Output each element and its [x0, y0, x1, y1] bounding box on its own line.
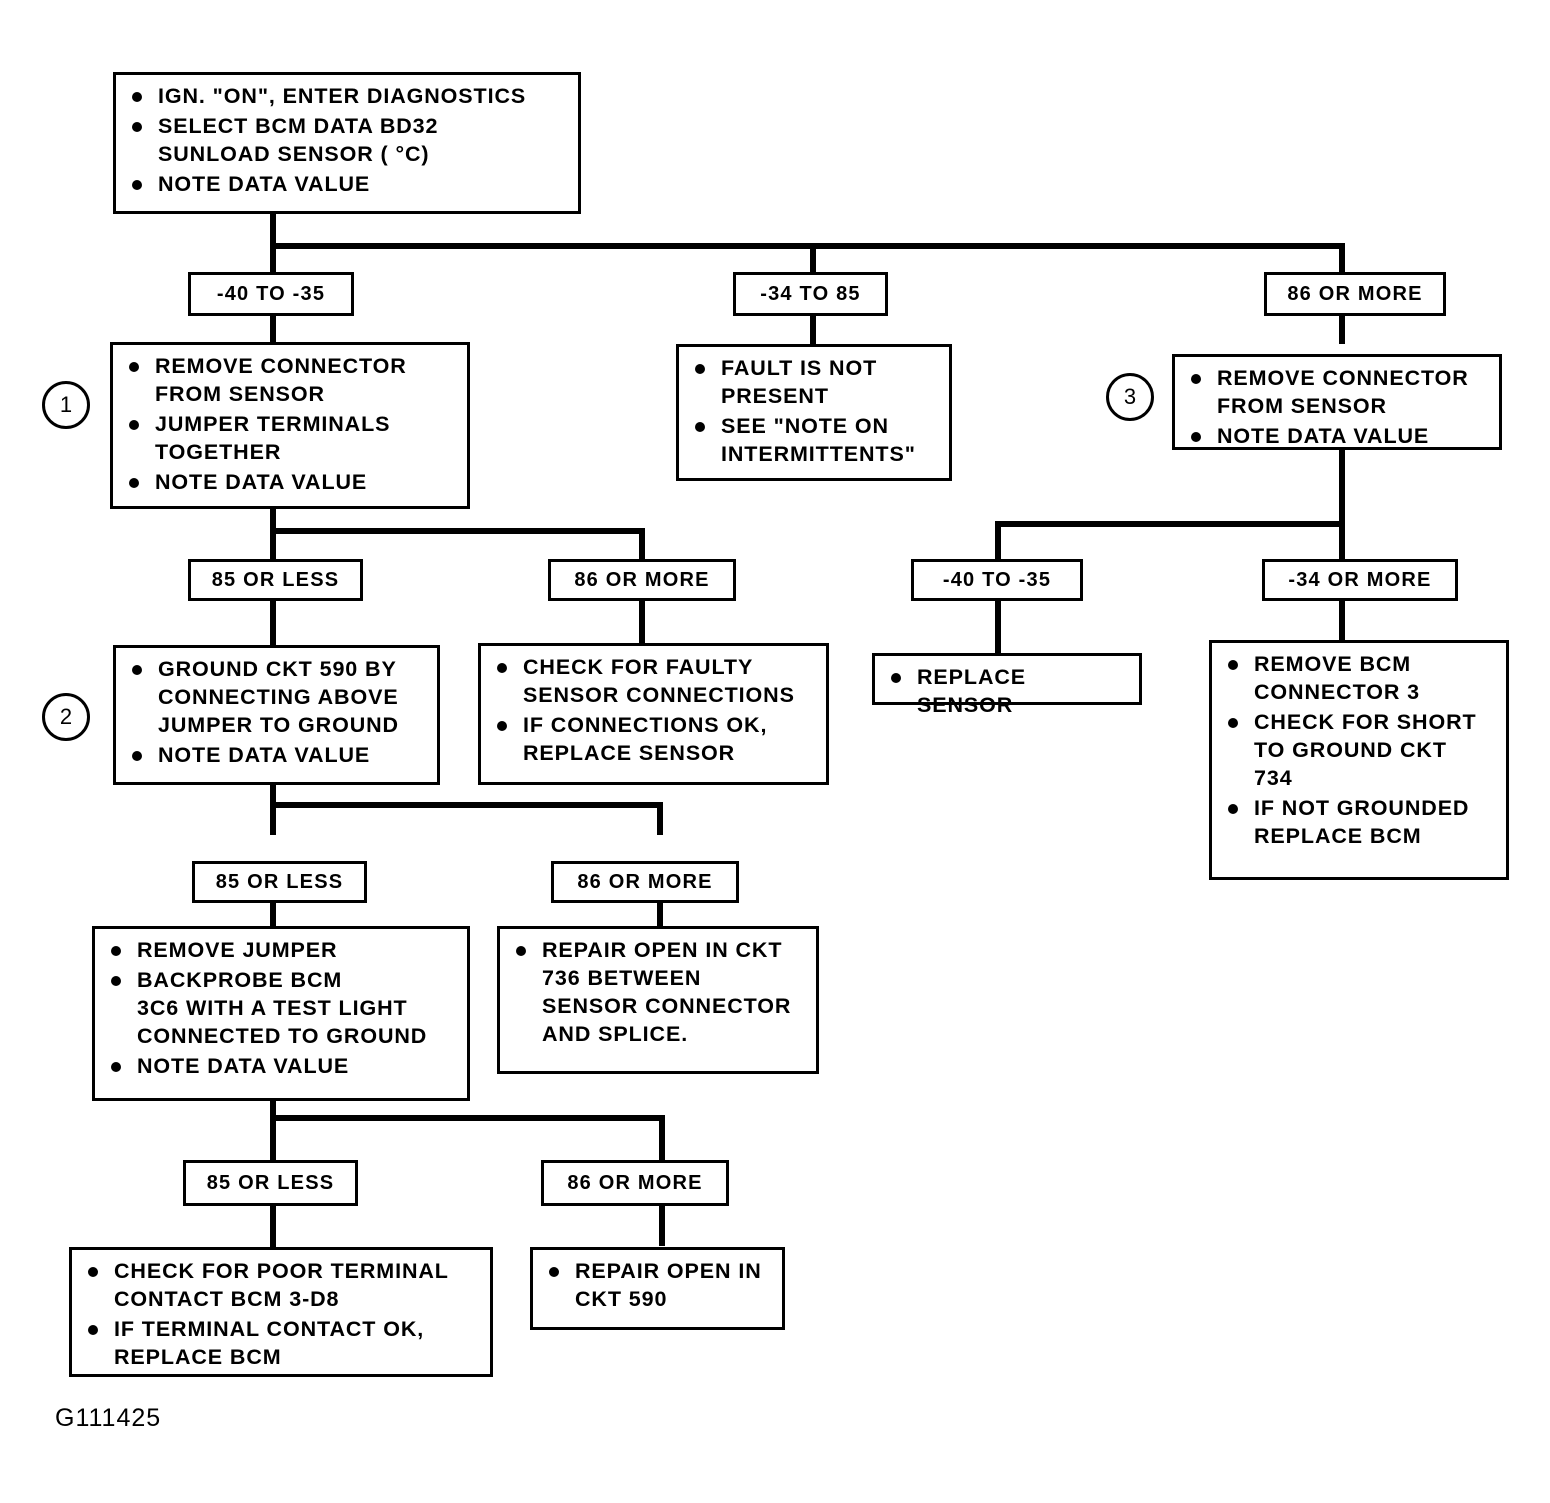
node-repair-open-590: REPAIR OPEN IN CKT 590: [530, 1247, 785, 1330]
node-start-item-1: IGN. "ON", ENTER DIAGNOSTICS: [128, 83, 568, 111]
connector-86ormore1-down: [639, 599, 645, 643]
node-step2: GROUND CKT 590 BY CONNECTING ABOVE JUMPE…: [113, 645, 440, 785]
node-start-item-2: SELECT BCM DATA BD32 SUNLOAD SENSOR ( °C…: [128, 113, 568, 169]
label-86-or-more-1: 86 OR MORE: [548, 559, 736, 601]
node-poor-terminal-item-2: IF TERMINAL CONTACT OK, REPLACE BCM: [84, 1316, 480, 1372]
label-branch-86-or-more: 86 OR MORE: [1264, 272, 1446, 316]
node-remove-bcm-item-1: REMOVE BCM CONNECTOR 3: [1224, 651, 1496, 707]
node-repair-736-item-1: REPAIR OPEN IN CKT 736 BETWEEN SENSOR CO…: [512, 937, 806, 1049]
node-fault-item-1: FAULT IS NOT PRESENT: [691, 355, 939, 411]
node-repair-590-list: REPAIR OPEN IN CKT 590: [545, 1258, 772, 1314]
node-poor-terminal-item-1: CHECK FOR POOR TERMINAL CONTACT BCM 3-D8: [84, 1258, 480, 1314]
node-faulty-list: CHECK FOR FAULTY SENSOR CONNECTIONS IF C…: [493, 654, 816, 768]
node-step3-item-2: NOTE DATA VALUE: [1187, 423, 1489, 451]
node-remove-jumper-item-2: BACKPROBE BCM 3C6 WITH A TEST LIGHT CONN…: [107, 967, 457, 1051]
label-branch-minus40-to-minus35: -40 TO -35: [188, 272, 354, 316]
label-85-or-less-2: 85 OR LESS: [192, 861, 367, 903]
connector-step3-bus-left-drop: [995, 521, 1001, 560]
node-remove-jumper-item-1: REMOVE JUMPER: [107, 937, 457, 965]
node-replace-sensor-list: REPLACE SENSOR: [887, 664, 1129, 720]
connector-step2-bus-right-drop: [657, 802, 663, 835]
node-repair-open-736: REPAIR OPEN IN CKT 736 BETWEEN SENSOR CO…: [497, 926, 819, 1074]
node-fault-not-present-list: FAULT IS NOT PRESENT SEE "NOTE ON INTERM…: [691, 355, 939, 469]
connector-step1-bus-left-drop: [270, 528, 276, 560]
node-step1: REMOVE CONNECTOR FROM SENSOR JUMPER TERM…: [110, 342, 470, 509]
node-step1-item-1: REMOVE CONNECTOR FROM SENSOR: [125, 353, 457, 409]
node-remove-bcm-item-3: IF NOT GROUNDED REPLACE BCM: [1224, 795, 1496, 851]
node-poor-terminal-list: CHECK FOR POOR TERMINAL CONTACT BCM 3-D8…: [84, 1258, 480, 1372]
node-poor-terminal-contact: CHECK FOR POOR TERMINAL CONTACT BCM 3-D8…: [69, 1247, 493, 1377]
connector-step1-down: [270, 506, 276, 532]
connector-jumper-bus-left-drop: [270, 1115, 276, 1160]
node-remove-jumper-list: REMOVE JUMPER BACKPROBE BCM 3C6 WITH A T…: [107, 937, 457, 1081]
connector-jumper-bus-right-drop: [659, 1115, 665, 1160]
connector-start-down: [270, 211, 276, 247]
connector-step1-bus-right-drop: [639, 528, 645, 560]
node-step1-item-3: NOTE DATA VALUE: [125, 469, 457, 497]
label-minus40-to-minus35-2: -40 TO -35: [911, 559, 1083, 601]
node-faulty-sensor-connections: CHECK FOR FAULTY SENSOR CONNECTIONS IF C…: [478, 643, 829, 785]
label-85-or-less-3: 85 OR LESS: [183, 1160, 358, 1206]
node-step2-item-2: NOTE DATA VALUE: [128, 742, 427, 770]
connector-85orless1-down: [270, 599, 276, 646]
node-remove-bcm-connector: REMOVE BCM CONNECTOR 3 CHECK FOR SHORT T…: [1209, 640, 1509, 880]
connector-minus34-down: [1339, 599, 1345, 640]
node-repair-590-item-1: REPAIR OPEN IN CKT 590: [545, 1258, 772, 1314]
connector-bus-to-branch2: [810, 243, 816, 275]
node-step3-list: REMOVE CONNECTOR FROM SENSOR NOTE DATA V…: [1187, 365, 1489, 451]
connector-step2-down: [270, 782, 276, 806]
connector-bus-to-branch3: [1339, 243, 1345, 275]
connector-86ormore3-down: [659, 1204, 665, 1246]
node-repair-736-list: REPAIR OPEN IN CKT 736 BETWEEN SENSOR CO…: [512, 937, 806, 1049]
label-86-or-more-2: 86 OR MORE: [551, 861, 739, 903]
node-faulty-item-1: CHECK FOR FAULTY SENSOR CONNECTIONS: [493, 654, 816, 710]
connector-branch3-down: [1339, 314, 1345, 344]
connector-step1-bus: [270, 528, 645, 534]
connector-remove-jumper-bus: [270, 1115, 665, 1121]
node-start: IGN. "ON", ENTER DIAGNOSTICS SELECT BCM …: [113, 72, 581, 214]
connector-85orless3-down: [270, 1204, 276, 1252]
label-85-or-less-1: 85 OR LESS: [188, 559, 363, 601]
node-step3-item-1: REMOVE CONNECTOR FROM SENSOR: [1187, 365, 1489, 421]
connector-86ormore2-down: [657, 901, 663, 929]
step-marker-3: 3: [1106, 373, 1154, 421]
node-replace-sensor: REPLACE SENSOR: [872, 653, 1142, 717]
connector-step2-bus: [270, 802, 663, 808]
node-step3: REMOVE CONNECTOR FROM SENSOR NOTE DATA V…: [1172, 354, 1502, 450]
node-fault-item-2: SEE "NOTE ON INTERMITTENTS": [691, 413, 939, 469]
step-marker-1: 1: [42, 381, 90, 429]
node-replace-sensor-item-1: REPLACE SENSOR: [887, 664, 1129, 720]
node-step2-list: GROUND CKT 590 BY CONNECTING ABOVE JUMPE…: [128, 656, 427, 770]
connector-step3-down: [1339, 447, 1345, 525]
node-remove-bcm-item-2: CHECK FOR SHORT TO GROUND CKT 734: [1224, 709, 1496, 793]
connector-branch1-down: [270, 314, 276, 344]
node-faulty-item-2: IF CONNECTIONS OK, REPLACE SENSOR: [493, 712, 816, 768]
node-step1-item-2: JUMPER TERMINALS TOGETHER: [125, 411, 457, 467]
connector-step3-bus-right-drop: [1339, 521, 1345, 560]
connector-step2-bus-left-drop: [270, 802, 276, 835]
node-remove-jumper: REMOVE JUMPER BACKPROBE BCM 3C6 WITH A T…: [92, 926, 470, 1101]
label-minus34-or-more: -34 OR MORE: [1262, 559, 1458, 601]
node-step2-item-1: GROUND CKT 590 BY CONNECTING ABOVE JUMPE…: [128, 656, 427, 740]
node-fault-not-present: FAULT IS NOT PRESENT SEE "NOTE ON INTERM…: [676, 344, 952, 481]
label-branch-minus34-to-85: -34 TO 85: [733, 272, 888, 316]
connector-bus-to-branch1: [270, 243, 276, 275]
node-remove-bcm-list: REMOVE BCM CONNECTOR 3 CHECK FOR SHORT T…: [1224, 651, 1496, 851]
connector-remove-jumper-down: [270, 1098, 276, 1120]
node-remove-jumper-item-3: NOTE DATA VALUE: [107, 1053, 457, 1081]
connector-step3-bus: [995, 521, 1345, 527]
label-86-or-more-3: 86 OR MORE: [541, 1160, 729, 1206]
connector-minus40-2-down: [995, 599, 1001, 655]
connector-85orless2-down: [270, 901, 276, 929]
connector-main-bus: [270, 243, 1345, 249]
figure-id-label: G111425: [55, 1404, 162, 1432]
node-start-list: IGN. "ON", ENTER DIAGNOSTICS SELECT BCM …: [128, 83, 568, 199]
node-start-item-3: NOTE DATA VALUE: [128, 171, 568, 199]
step-marker-2: 2: [42, 693, 90, 741]
connector-branch2-down: [810, 314, 816, 344]
node-step1-list: REMOVE CONNECTOR FROM SENSOR JUMPER TERM…: [125, 353, 457, 497]
